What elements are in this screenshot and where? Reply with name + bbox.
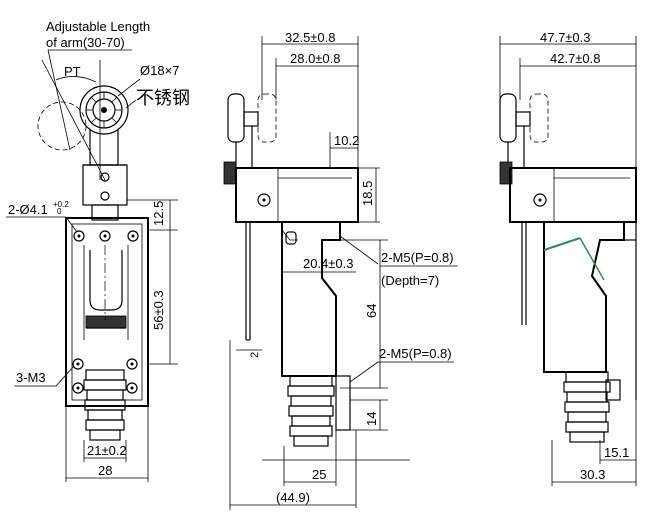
side-view: 32.5±0.8 28.0±0.8 10.2 18.5 — [223, 30, 458, 510]
cable-gland-right — [563, 371, 611, 443]
dim-25: 25 — [312, 467, 326, 482]
mount-holes-tol-lower: 0 — [57, 207, 62, 216]
cable-gland-front — [83, 369, 127, 441]
mount-holes-tol-upper: +0.2 — [53, 200, 69, 209]
dim-21: 21±0.2 — [87, 443, 127, 458]
roller-side — [227, 93, 245, 143]
side-body — [281, 222, 341, 377]
switch-body-front — [65, 217, 149, 407]
cable-gland-side — [287, 375, 335, 447]
dim-15-1: 15.1 — [604, 445, 629, 460]
lever-hub-block — [82, 164, 128, 206]
dim-30-3: 30.3 — [580, 467, 605, 482]
m3-leader — [55, 365, 75, 387]
right-body-accent — [543, 237, 581, 251]
dim-42-7: 42.7±0.8 — [550, 51, 601, 66]
pt-label: PT — [64, 64, 81, 79]
dim-20-4: 20.4±0.3 — [303, 256, 354, 271]
pt-dimension-arc — [55, 76, 97, 83]
roller-side-alt — [257, 93, 277, 143]
m5-depth-label: (Depth=7) — [381, 273, 439, 288]
dim-47-7: 47.7±0.3 — [540, 30, 591, 45]
side-lower-tab — [335, 375, 351, 431]
roller-size-label: Ø18×7 — [140, 63, 179, 78]
m3-hole-1 — [72, 358, 84, 370]
dim-small: 2 — [249, 352, 261, 358]
dim-14: 14 — [364, 412, 379, 426]
m3-hole-4 — [126, 382, 138, 394]
dim-12-5: 12.5 — [151, 201, 166, 226]
m3-holes-label: 3-M3 — [16, 370, 46, 385]
side-knob — [223, 161, 237, 185]
roller-alt-position — [37, 101, 87, 151]
m5-top-label: 2-M5(P=0.8) — [381, 250, 454, 265]
hub-screw-1 — [100, 172, 110, 182]
hub-screw-2 — [100, 191, 110, 201]
roller-material-label: 不锈钢 — [136, 88, 190, 108]
right-head — [509, 167, 637, 223]
side-head — [235, 167, 359, 223]
dim-56: 56±0.3 — [151, 290, 166, 330]
right-body — [543, 222, 625, 373]
roller-material-leader — [125, 99, 137, 109]
dim-18-5: 18.5 — [360, 181, 375, 206]
front-view: Adjustable Length of arm(30-70) PT Ø18×7… — [6, 19, 190, 482]
roller-axle — [101, 107, 107, 113]
dim-44-9: (44.9) — [276, 490, 310, 505]
arm-angle-line-1 — [41, 59, 106, 181]
side-screw — [257, 193, 271, 207]
dim-28-0: 28.0±0.8 — [290, 51, 341, 66]
roller-right — [499, 93, 517, 143]
m3-hole-3 — [72, 382, 84, 394]
right-view: 47.7±0.3 42.7±0.8 — [499, 30, 637, 486]
dim-64: 64 — [364, 304, 379, 318]
mount-holes-label: 2-Ø4.1 — [8, 202, 48, 217]
arm-note-line1: Adjustable Length — [46, 19, 150, 34]
center-screw — [99, 230, 111, 242]
m3-hole-2 — [126, 358, 138, 370]
mount-hole-right — [127, 230, 139, 242]
arm-note-leader — [47, 49, 71, 151]
m5-bottom-label: 2-M5(P=0.8) — [379, 346, 452, 361]
plunger-band — [85, 315, 127, 329]
roller-outer — [79, 85, 129, 135]
mount-hole-left — [73, 230, 85, 242]
roller-spokes — [86, 92, 122, 128]
dim-28: 28 — [98, 463, 112, 478]
roller-size-leader — [117, 78, 141, 97]
mount-holes-leader — [65, 216, 78, 233]
dim-10-2: 10.2 — [334, 133, 359, 148]
arm-note-line2: of arm(30-70) — [46, 35, 125, 50]
plunger-slot — [89, 250, 123, 311]
dim-32-5: 32.5±0.8 — [285, 30, 336, 45]
